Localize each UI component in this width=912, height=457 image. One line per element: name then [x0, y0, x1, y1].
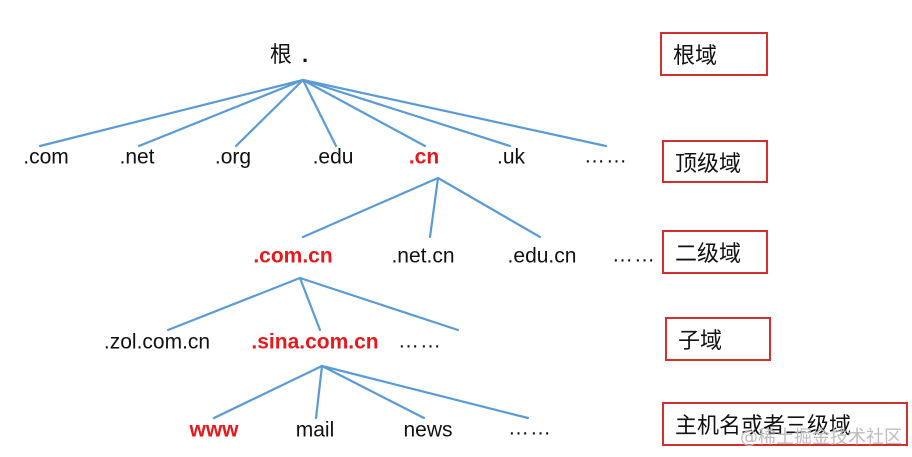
node-tld-more: …… [584, 144, 628, 168]
edge-root-org [234, 78, 305, 148]
node-org: .org [214, 145, 252, 169]
root-node: 根. [270, 44, 308, 66]
edge-root-uk [301, 78, 512, 148]
edge-comcn-more [298, 276, 460, 332]
node-news: news [403, 418, 453, 442]
watermark: @稀土掘金技术社区 [740, 427, 902, 448]
edge-root-net [137, 78, 305, 148]
node-zol: .zol.com.cn [103, 330, 211, 354]
node-sld-more: …… [612, 243, 656, 267]
edge-sina-news [320, 364, 426, 420]
edge-comcn-sina [298, 276, 322, 332]
label-top-level-domain: 顶级域 [662, 140, 768, 183]
root-label: 根 [269, 42, 292, 67]
edge-sina-more [320, 364, 530, 420]
node-com: .com [23, 145, 69, 169]
edge-sina-www [212, 364, 324, 420]
edge-comcn-zol [166, 276, 302, 332]
label-hostname-third-level: 主机名或者三级域 [662, 402, 908, 446]
node-edu: .edu [312, 145, 354, 169]
edge-sina-mail [314, 364, 324, 420]
node-com-cn: .com.cn [253, 244, 333, 268]
node-sub-more: …… [398, 329, 442, 353]
edge-root-com [38, 78, 305, 148]
node-sina: .sina.com.cn [251, 330, 379, 354]
edge-cn-comcn [301, 176, 440, 239]
label-root-domain: 根域 [660, 32, 768, 76]
node-cn: .cn [408, 145, 440, 169]
label-subdomain: 子域 [665, 317, 771, 361]
node-net: .net [119, 145, 155, 169]
node-www: www [189, 418, 239, 442]
node-net-cn: .net.cn [391, 244, 455, 268]
label-second-level-domain: 二级域 [662, 230, 768, 274]
node-host-more: …… [508, 416, 552, 440]
node-uk: .uk [496, 145, 526, 169]
edge-root-cn [301, 78, 427, 148]
edge-cn-educn [436, 176, 542, 239]
edge-root-more [301, 78, 608, 148]
root-dot: . [301, 42, 309, 67]
edge-root-edu [301, 78, 338, 148]
edge-cn-netcn [428, 176, 440, 239]
node-mail: mail [295, 418, 335, 442]
node-edu-cn: .edu.cn [507, 244, 577, 268]
